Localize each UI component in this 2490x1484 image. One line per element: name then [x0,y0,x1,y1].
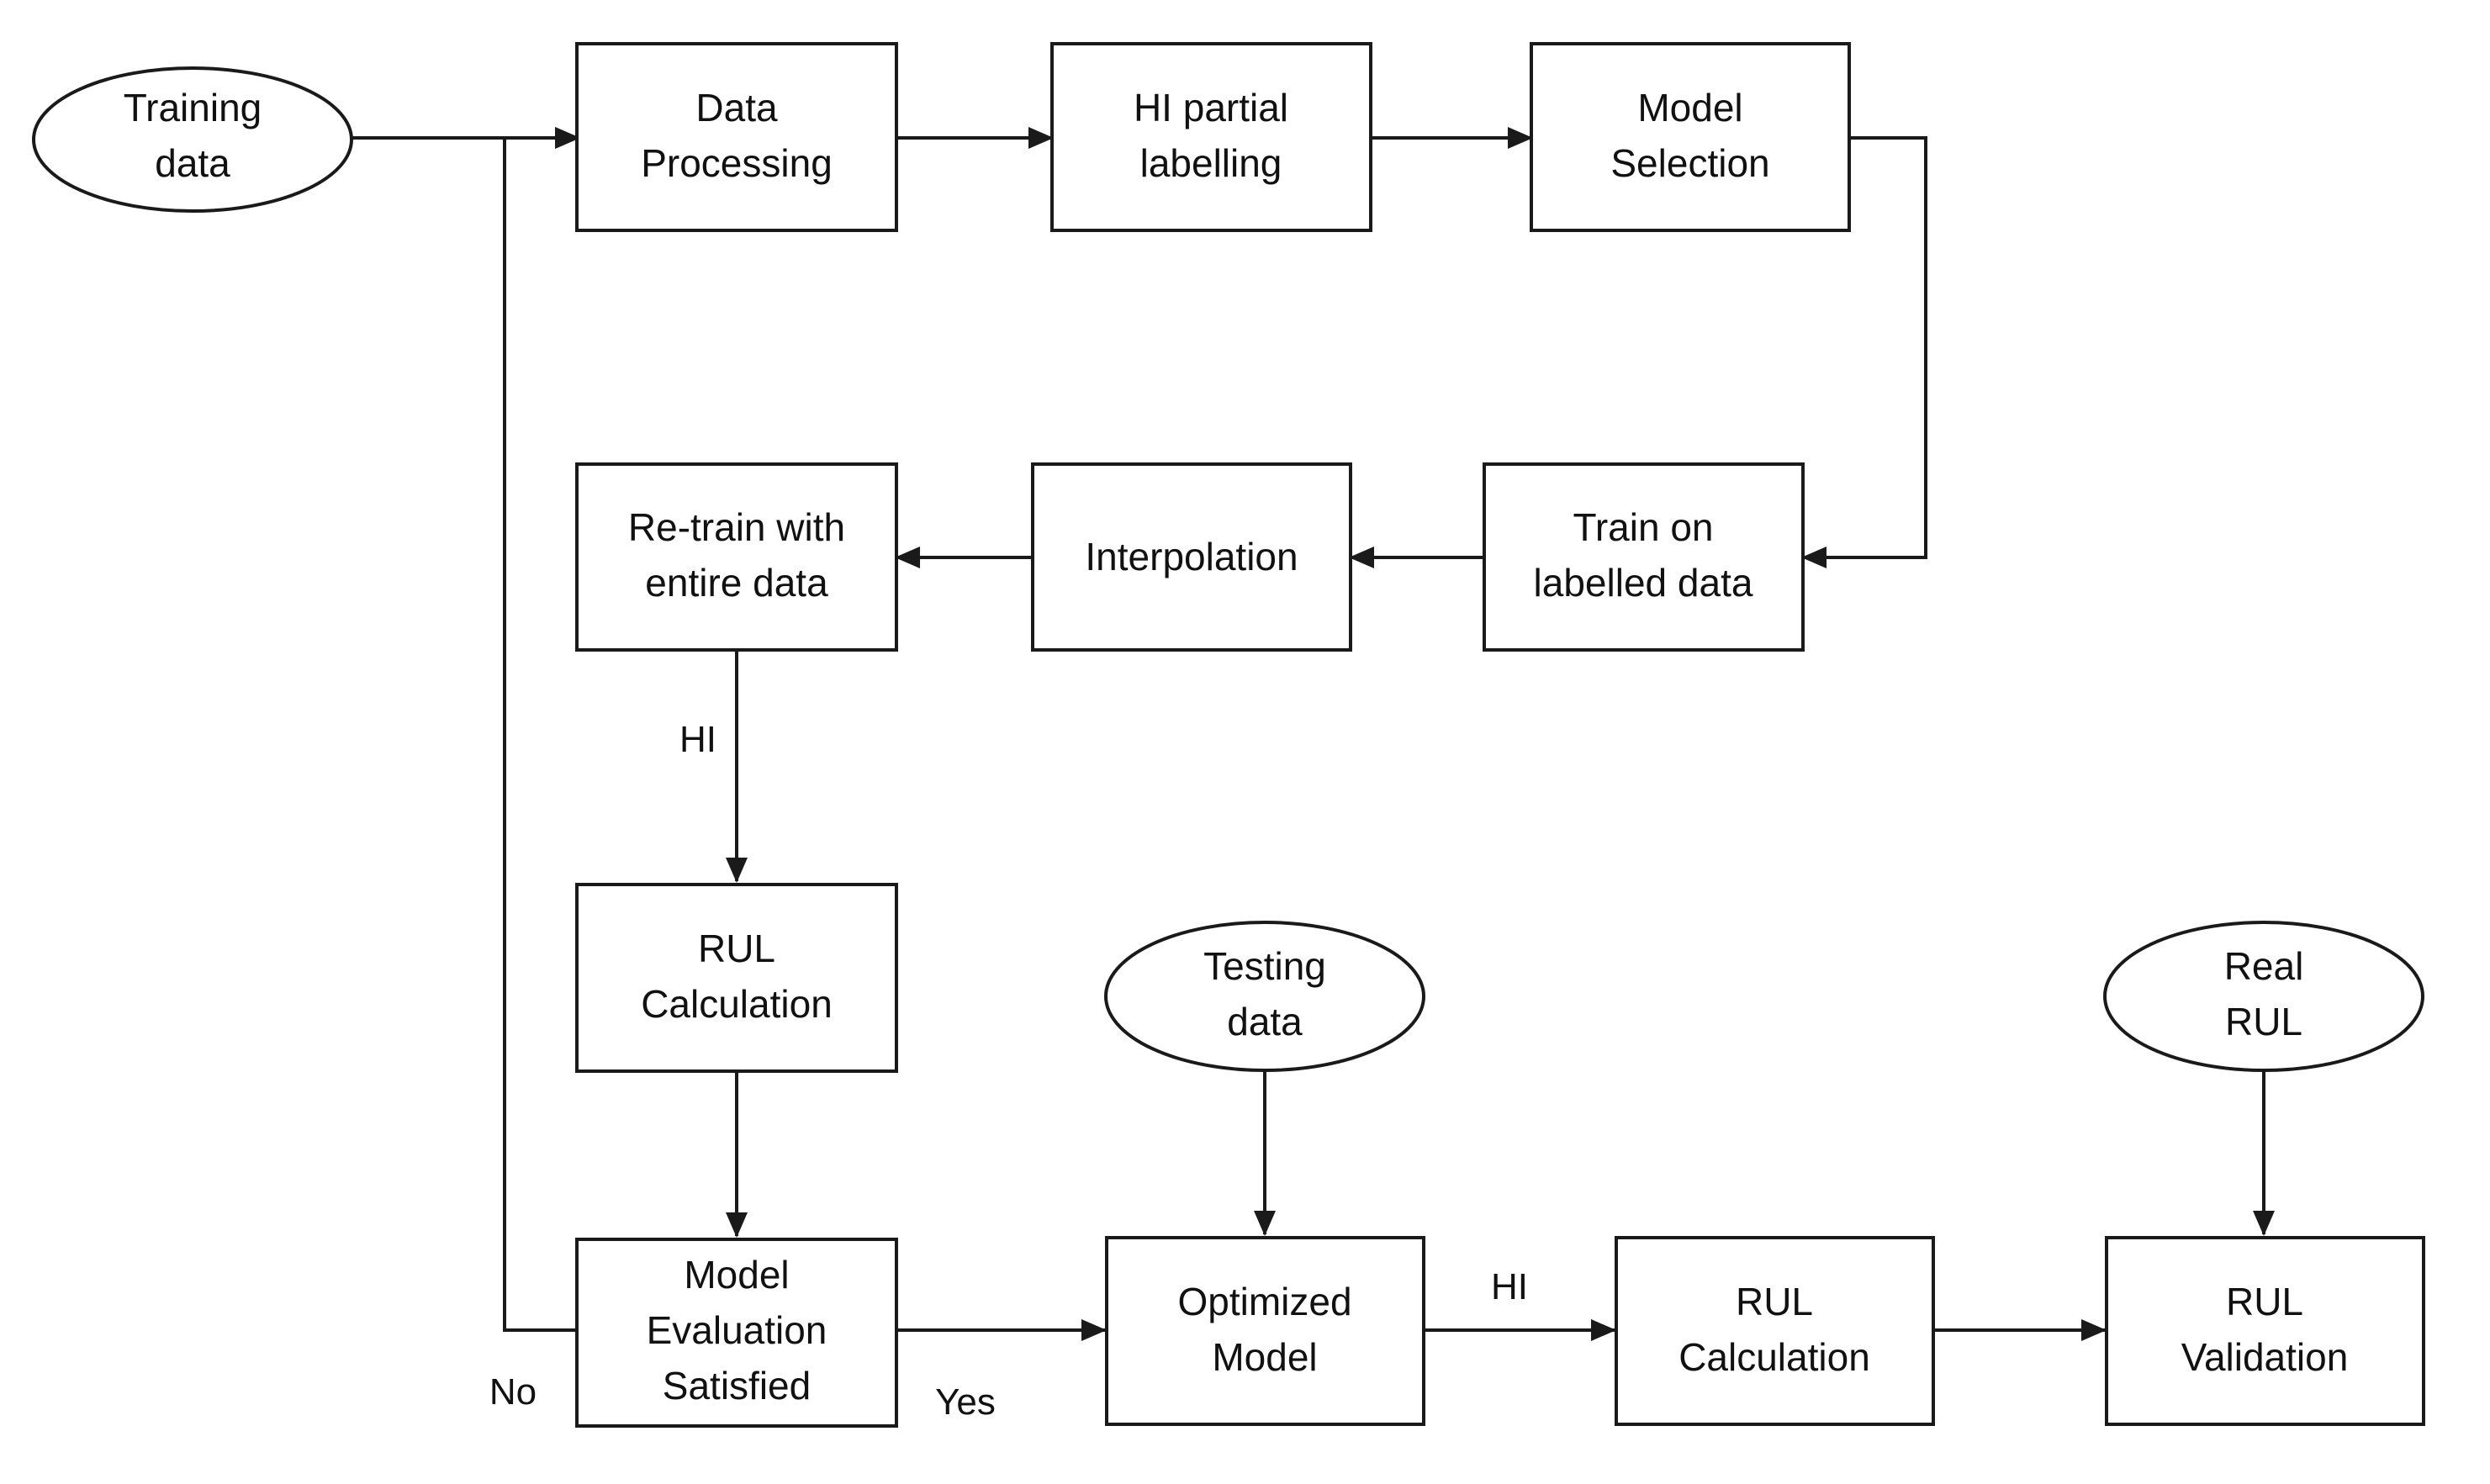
edge-labels: HI No Yes HI [489,719,1528,1423]
node-rul-validation-line-1: RUL [2226,1280,2303,1323]
node-data-processing: Data Processing [575,42,898,232]
edge-label-hi-retrain: HI [679,719,716,760]
node-rul-validation: RUL Validation [2105,1236,2425,1426]
node-training-data-line-2: data [155,141,230,185]
node-rul-calc-2: RUL Calculation [1615,1236,1935,1426]
node-retrain-entire-line-1: Re-train with [628,505,845,549]
node-model-selection-line-2: Selection [1610,141,1769,185]
node-testing-data-line-2: data [1227,1000,1303,1043]
node-rul-calc-2-line-1: RUL [1736,1280,1813,1323]
node-interpolation-line-1: Interpolation [1085,535,1298,578]
node-hi-partial-labelling-line-1: HI partial [1134,86,1288,129]
node-model-evaluation-line-1: Model [684,1253,789,1297]
node-testing-data-line-1: Testing [1203,944,1326,988]
node-optimized-model: Optimized Model [1105,1236,1425,1426]
node-hi-partial-labelling: HI partial labelling [1050,42,1372,232]
node-retrain-entire: Re-train with entire data [575,462,898,652]
node-training-data: Training data [32,66,353,213]
edge-label-no: No [489,1371,537,1413]
node-retrain-entire-line-2: entire data [645,561,828,605]
node-real-rul: Real RUL [2103,921,2424,1072]
node-interpolation: Interpolation [1031,462,1352,652]
edge-label-hi-optimized: HI [1491,1266,1528,1307]
node-model-selection: Model Selection [1530,42,1851,232]
node-rul-calc-1-line-2: Calculation [641,982,833,1026]
node-rul-calc-2-line-2: Calculation [1679,1335,1870,1379]
node-train-on-labelled-line-1: Train on [1573,505,1713,549]
edge-evaluation-to-processing-no [503,127,580,1332]
node-real-rul-line-1: Real [2224,944,2304,988]
node-rul-calc-1: RUL Calculation [575,883,898,1073]
node-rul-validation-line-2: Validation [2181,1335,2349,1379]
nodes: Training data Data Processing HI partial… [32,42,2425,1428]
node-optimized-model-line-2: Model [1212,1335,1317,1379]
edges [352,127,2275,1341]
node-model-evaluation-line-3: Satisfied [663,1364,811,1407]
edge-label-yes: Yes [935,1381,996,1423]
node-testing-data: Testing data [1104,921,1425,1072]
node-rul-calc-1-line-1: RUL [698,927,775,970]
node-optimized-model-line-1: Optimized [1177,1280,1351,1323]
edge-model-selection-to-train [1801,136,1927,568]
node-hi-partial-labelling-line-2: labelling [1140,141,1282,185]
node-model-selection-line-1: Model [1637,86,1742,129]
node-train-on-labelled-line-2: labelled data [1534,561,1753,605]
node-model-evaluation: Model Evaluation Satisfied [575,1238,898,1428]
node-training-data-line-1: Training [124,86,262,129]
node-model-evaluation-line-2: Evaluation [647,1308,827,1352]
node-data-processing-line-1: Data [695,86,778,129]
node-data-processing-line-2: Processing [641,141,833,185]
node-train-on-labelled: Train on labelled data [1483,462,1805,652]
node-real-rul-line-2: RUL [2225,1000,2302,1043]
